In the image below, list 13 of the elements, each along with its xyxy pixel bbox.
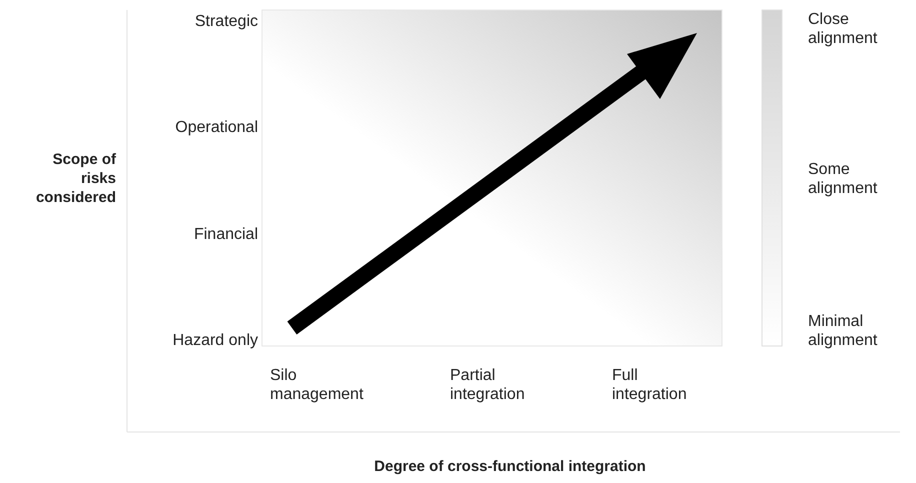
tick-label: Financial: [192, 225, 258, 244]
scale-label: Minimal alignment: [808, 312, 878, 350]
tick-label: Full integration: [612, 366, 688, 404]
tick-label: Strategic: [194, 12, 258, 31]
tick-label: Operational: [174, 118, 258, 137]
scale-label: Close alignment: [808, 10, 878, 48]
axis-label: Scope of risks considered: [34, 150, 116, 207]
tick-label: Silo management: [270, 366, 364, 404]
scale-label: Some alignment: [808, 160, 878, 198]
gradient-scale-bar: [762, 10, 782, 346]
tick-label: Partial integration: [450, 366, 526, 404]
tick-label: Hazard only: [172, 331, 258, 350]
axis-label: Degree of cross-functional integration: [373, 457, 647, 476]
